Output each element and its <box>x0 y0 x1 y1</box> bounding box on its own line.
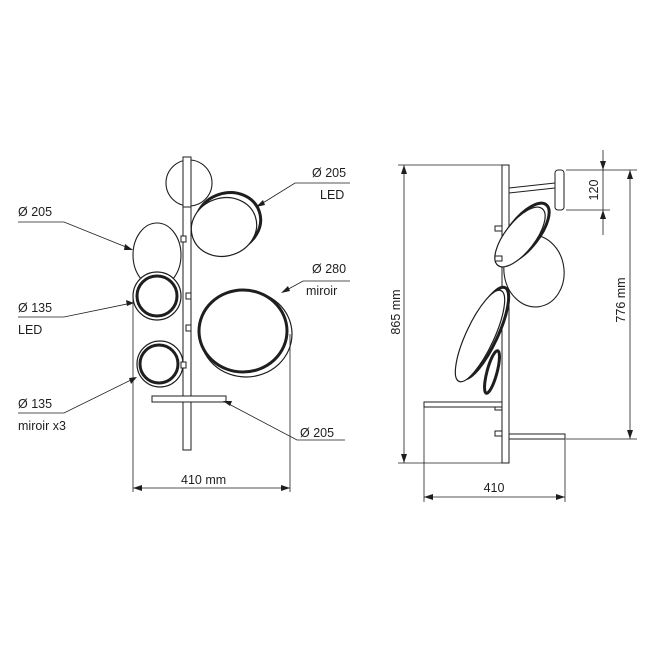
label-top-right-led-type: LED <box>320 188 344 202</box>
label-right-mirror-size: Ø 280 <box>312 262 346 276</box>
front-view <box>18 156 350 492</box>
label-left-lower-size: Ø 135 <box>18 397 52 411</box>
label-left-upper-size: Ø 205 <box>18 205 52 219</box>
front-left-mid-led-ring <box>135 274 179 318</box>
label-right-mirror-type: miroir <box>306 284 337 298</box>
label-total-height: 865 mm <box>389 289 403 334</box>
side-lower-arm <box>508 433 566 440</box>
label-top-offset: 120 <box>587 180 601 201</box>
label-left-mid-led-size: Ø 135 <box>18 301 52 315</box>
side-shelf <box>423 401 503 408</box>
side-wall-cap <box>554 169 565 211</box>
label-top-right-led-size: Ø 205 <box>312 166 346 180</box>
front-left-lower-mirror-ring <box>138 343 180 385</box>
side-view <box>398 150 637 502</box>
label-side-width: 410 <box>484 481 505 495</box>
label-shelf-size: Ø 205 <box>300 426 334 440</box>
label-front-width: 410 mm <box>181 473 226 487</box>
label-left-mid-led-type: LED <box>18 323 42 337</box>
label-left-lower-type: miroir x3 <box>18 419 66 433</box>
label-arm-height: 776 mm <box>614 277 628 322</box>
front-shelf <box>151 395 227 403</box>
front-right-mirror-ring <box>197 288 289 374</box>
side-small-mirror <box>483 349 501 395</box>
